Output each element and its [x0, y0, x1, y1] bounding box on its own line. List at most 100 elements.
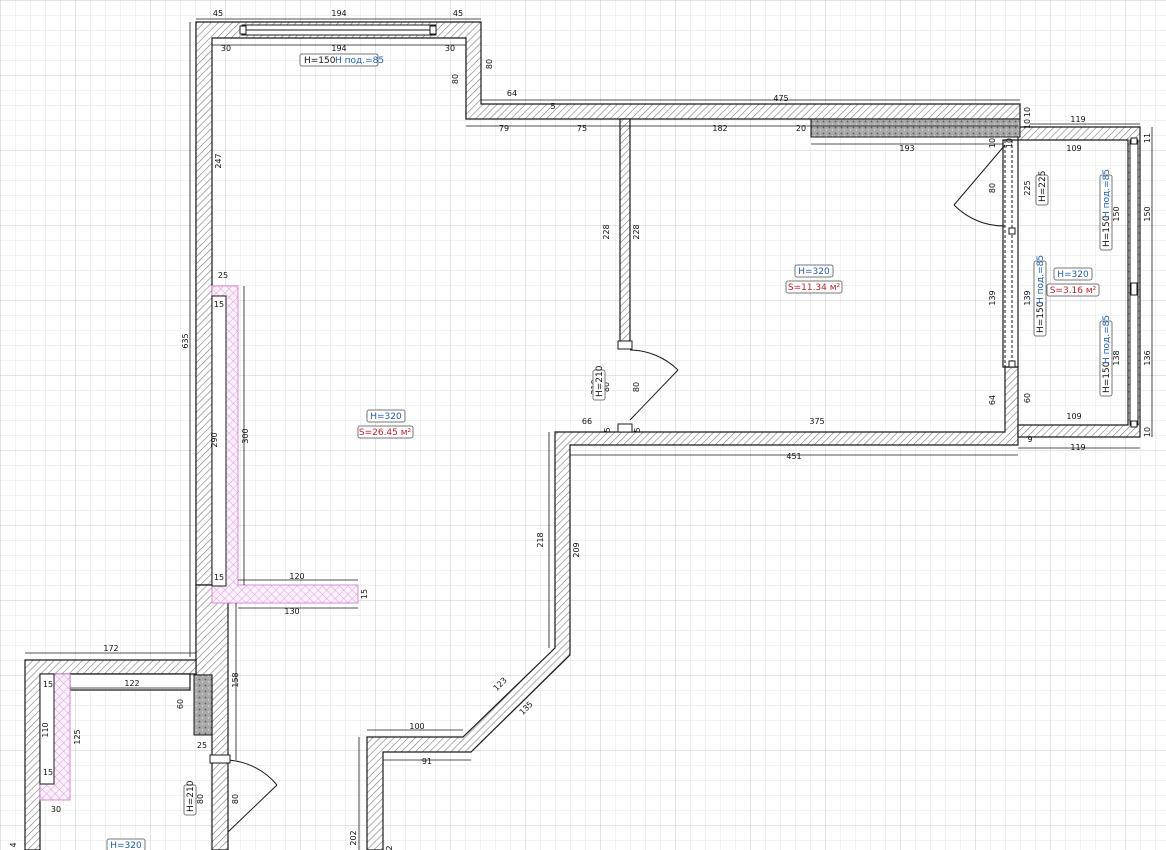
dimension-label: 45: [213, 9, 223, 18]
dimension-label: 25: [218, 271, 228, 280]
dimension-label: 4: [9, 842, 18, 847]
dimension-label: 9: [1027, 435, 1032, 444]
dimension-label: 136: [1143, 350, 1152, 365]
lower-room-tag: H=320: [106, 838, 146, 850]
dimension-label: 60: [1023, 393, 1032, 403]
top-window-tag: H=150 H под.=85: [299, 53, 384, 67]
dimension-label: 120: [289, 572, 304, 581]
dimension-label: 225: [1023, 180, 1032, 195]
bedroom-door-swing: [617, 340, 679, 433]
balcony-window-upper-tag: H=150 H под.=85: [1099, 169, 1113, 251]
dimension-label: 10: [1023, 119, 1032, 129]
dimension-label: 20: [796, 124, 806, 133]
dimension-label: 122: [124, 679, 139, 688]
balcony-door-swing: [953, 144, 1006, 227]
top-window-height: H=150: [304, 56, 336, 66]
balcony-window-middle-sill: H под.=85: [1036, 255, 1046, 304]
top-window-frame: [239, 24, 437, 36]
lower-room-height: H=320: [110, 841, 142, 850]
dimension-label: 2: [385, 845, 394, 850]
main-room-area: S=26.45 м²: [359, 428, 412, 438]
main-room-height: H=320: [370, 412, 402, 422]
balcony-window-lower-height: H=150: [1102, 361, 1112, 393]
dimension-label: 247: [214, 153, 223, 168]
dimension-label: 202: [349, 830, 358, 845]
dimension-label: 228: [602, 224, 611, 239]
dimension-label: 138: [1112, 350, 1121, 365]
dimension-label: 80: [485, 59, 494, 69]
dimension-label: 15: [360, 589, 369, 599]
dimension-label: 66: [582, 417, 592, 426]
balcony-window-upper-sill: H под.=85: [1102, 169, 1112, 218]
dimension-label: 30: [445, 44, 455, 53]
dimension-lines: [25, 18, 1153, 850]
dimension-label: 194: [331, 44, 346, 53]
dimension-label: 193: [899, 144, 914, 153]
dimension-label: 64: [507, 89, 517, 98]
balcony-door-tag: H=225: [1035, 171, 1049, 206]
balcony-window-lower-tag: H=150 H под.=85: [1099, 315, 1113, 397]
dimension-label: 80: [632, 382, 641, 392]
dimension-label: 64: [988, 395, 997, 405]
balcony-window-middle-height: H=150: [1036, 301, 1046, 333]
dimension-label: 15: [43, 768, 53, 777]
dimension-label: 5: [603, 427, 612, 432]
wall-bedroom-partition: [619, 118, 631, 346]
balcony-window-lower-sill: H под.=85: [1102, 315, 1112, 364]
lower-door-tag: H=210: [183, 780, 197, 816]
dimension-label: 15: [214, 300, 224, 309]
top-window-sill: H под.=85: [335, 56, 384, 66]
dimension-label: 10: [988, 138, 997, 148]
balcony-door-height: H=225: [1038, 171, 1048, 203]
balcony-tag: H=320 S=3.16 м²: [1046, 267, 1100, 297]
bedroom-door-height: H=210: [595, 365, 605, 397]
bedroom-door-tag: H=210: [592, 365, 606, 401]
dimension-label: 30: [51, 805, 61, 814]
dimension-label: 150: [1112, 206, 1121, 221]
dimension-label: 172: [103, 644, 118, 653]
dimension-label: 300: [241, 428, 250, 443]
dimension-label: 11: [1143, 133, 1152, 143]
dimension-label: 45: [453, 9, 463, 18]
dimension-label: 209: [572, 542, 581, 557]
dimension-label: 375: [809, 417, 824, 426]
main-room-tag: H=320 S=26.45 м²: [357, 409, 414, 439]
dimension-label: 100: [409, 722, 424, 731]
dimension-label: 130: [284, 607, 299, 616]
dimension-label: 290: [210, 432, 219, 447]
dimension-label: 150: [1143, 206, 1152, 221]
dimension-label: 10: [1023, 107, 1032, 117]
dimension-label: 119: [1070, 443, 1085, 452]
partition-main-room: [211, 285, 359, 604]
dimension-label: 119: [1070, 115, 1085, 124]
dimension-label: 30: [221, 44, 231, 53]
dimension-label: 5: [550, 102, 555, 111]
partition-inner-slot: [211, 295, 227, 587]
dimension-label: 139: [1023, 290, 1032, 305]
bedroom-area: S=11.34 м²: [788, 283, 841, 293]
concrete-column-lower: [193, 674, 213, 736]
wall-balcony-frame: [1017, 126, 1141, 438]
dimension-label: 10: [1005, 138, 1014, 148]
dimension-label: 5: [633, 427, 642, 432]
balcony-window-middle-tag: H=150 H под.=85: [1033, 255, 1047, 337]
concrete-column-top: [810, 118, 1021, 138]
dimension-label: 194: [331, 9, 346, 18]
balcony-window-frame: [1129, 137, 1139, 428]
dimension-label: 80: [602, 382, 611, 392]
dimension-label: 80: [231, 794, 240, 804]
dimension-label: 80: [196, 794, 205, 804]
lower-door-height: H=210: [186, 780, 196, 812]
balcony-height: H=320: [1057, 270, 1089, 280]
balcony-area: S=3.16 м²: [1050, 286, 1097, 296]
dimension-label: 451: [786, 452, 801, 461]
dimension-label: 125: [73, 729, 82, 744]
dimension-label: 60: [176, 699, 185, 709]
dimension-label: 15: [43, 680, 53, 689]
partition-lower-slot: [39, 673, 55, 785]
lower-door-swing: [209, 754, 278, 833]
dimension-label: 25: [197, 741, 207, 750]
dimension-label: 79: [499, 124, 509, 133]
dimension-label: 109: [1066, 144, 1081, 153]
